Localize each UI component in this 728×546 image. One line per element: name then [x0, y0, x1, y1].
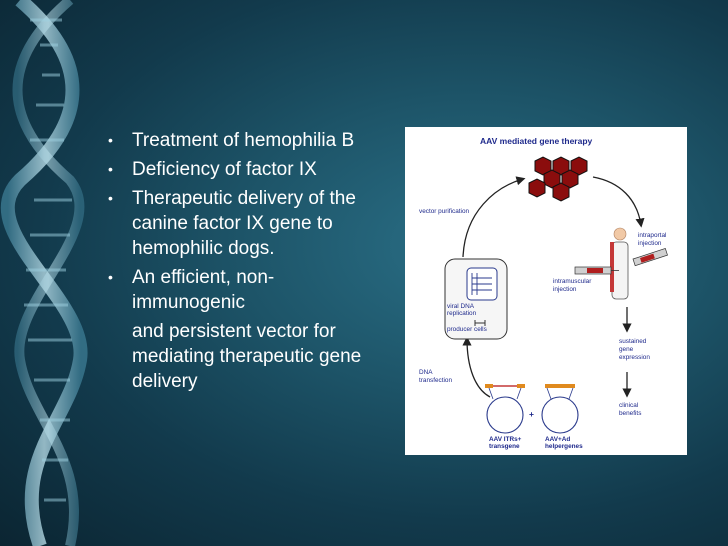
arrow-injection — [592, 176, 645, 228]
label-dna: DNA — [419, 369, 433, 376]
label-intraportal-injection: injection — [638, 240, 662, 247]
label-replication: replication — [447, 310, 477, 317]
bullet-item: • An efficient, non-immunogenic — [108, 265, 318, 315]
bullet-continuation: and persistent vector for mediating ther… — [108, 319, 398, 394]
virus-particle — [528, 178, 546, 198]
label-benefits: benefits — [619, 410, 641, 417]
aav-gene-therapy-figure: AAV mediated gene therapy vector purific… — [405, 127, 687, 455]
bullet-item: • Treatment of hemophilia B — [108, 128, 398, 153]
bullet-text: Treatment of hemophilia B — [132, 130, 355, 151]
label-transgene: transgene — [489, 443, 520, 450]
label-sustained: sustained — [619, 338, 647, 345]
bullet-list: • Treatment of hemophilia B • Deficiency… — [108, 128, 398, 398]
patient-illustration — [610, 227, 629, 300]
bullet-item: • Deficiency of factor IX — [108, 157, 398, 182]
arrow-purification — [462, 176, 526, 258]
plasmid-helper — [541, 384, 579, 434]
syringe-intramuscular — [574, 266, 619, 275]
label-expression: expression — [619, 354, 650, 361]
bullet-text: Therapeutic delivery of the canine facto… — [132, 188, 356, 259]
figure-title: AAV mediated gene therapy — [480, 136, 593, 146]
label-vector-purification: vector purification — [419, 208, 470, 215]
label-intramuscular: intramuscular — [553, 278, 592, 285]
label-gene: gene — [619, 346, 634, 353]
label-intramuscular-injection: injection — [553, 286, 577, 293]
arrow-transfection — [462, 336, 491, 398]
virus-particles — [528, 156, 588, 202]
bullet-dot: • — [108, 161, 113, 177]
plasmid-transgene — [485, 384, 525, 434]
bullet-dot: • — [108, 190, 113, 206]
dna-helix-decoration — [0, 0, 88, 546]
label-viral-dna: viral DNA — [447, 303, 475, 310]
label-aav-ad: AAV+Ad — [545, 436, 570, 443]
label-helpergenes: helpergenes — [545, 443, 583, 450]
bullet-dot: • — [108, 132, 113, 148]
figure-diagram: AAV mediated gene therapy vector purific… — [419, 136, 668, 450]
bullet-text: An efficient, non-immunogenic — [132, 267, 275, 313]
label-producer-cells: producer cells — [447, 326, 487, 333]
producer-cell — [444, 258, 508, 340]
syringe-intraportal — [632, 248, 668, 267]
label-aav-itrs: AAV ITRs+ — [489, 436, 522, 443]
bullet-item: • Therapeutic delivery of the canine fac… — [108, 186, 398, 261]
label-transfection: transfection — [419, 377, 452, 384]
bullet-dot: • — [108, 269, 113, 285]
virus-particle — [552, 182, 570, 202]
bullet-text: Deficiency of factor IX — [132, 159, 317, 180]
label-plus: + — [529, 409, 534, 419]
continuation-text: and persistent vector for mediating ther… — [132, 321, 362, 392]
label-clinical: clinical — [619, 402, 638, 409]
label-intraportal: intraportal — [638, 232, 666, 239]
